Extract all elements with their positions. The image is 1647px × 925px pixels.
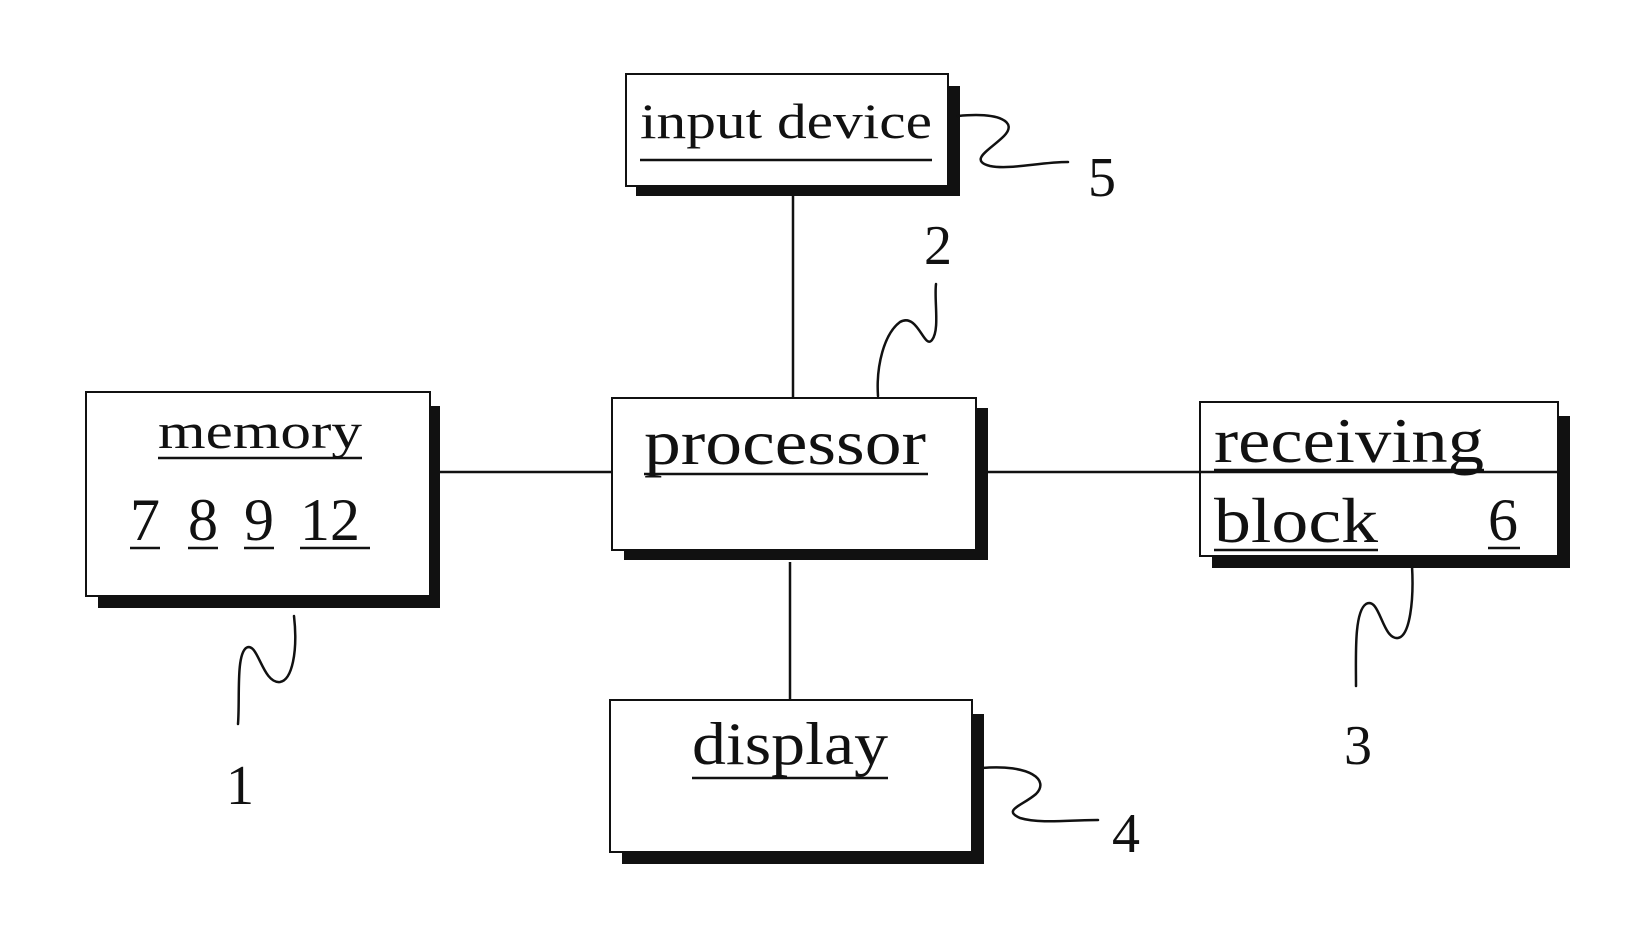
memory-ref-number: 1	[226, 755, 254, 817]
receiving-block-part-6: 6	[1488, 487, 1518, 553]
input-device-label: input device	[640, 93, 932, 149]
processor-block: processor	[612, 398, 988, 560]
receiving-label-line2: block	[1214, 485, 1378, 556]
memory-block: memory 7 8 9 12	[86, 392, 440, 608]
memory-part-12: 12	[300, 487, 360, 553]
memory-part-8: 8	[188, 487, 218, 553]
memory-part-7: 7	[130, 487, 160, 553]
memory-part-9: 9	[244, 487, 274, 553]
display-block: display	[610, 700, 984, 864]
input-device-leader	[958, 115, 1068, 167]
receiving-block-leader	[1356, 566, 1413, 686]
display-ref-number: 4	[1112, 803, 1140, 865]
receiving-label-line1: receiving	[1214, 405, 1484, 476]
processor-label: processor	[644, 407, 926, 478]
memory-label: memory	[158, 403, 362, 459]
input-device-block: input device	[626, 74, 960, 196]
memory-leader	[238, 616, 295, 724]
display-leader	[982, 767, 1098, 821]
receiving-block: receiving block 6	[1200, 402, 1570, 568]
input-device-ref-number: 5	[1088, 147, 1116, 209]
receiving-block-ref-number: 3	[1344, 715, 1372, 777]
display-label: display	[692, 711, 888, 777]
processor-leader	[878, 284, 937, 396]
processor-ref-number: 2	[924, 215, 952, 277]
